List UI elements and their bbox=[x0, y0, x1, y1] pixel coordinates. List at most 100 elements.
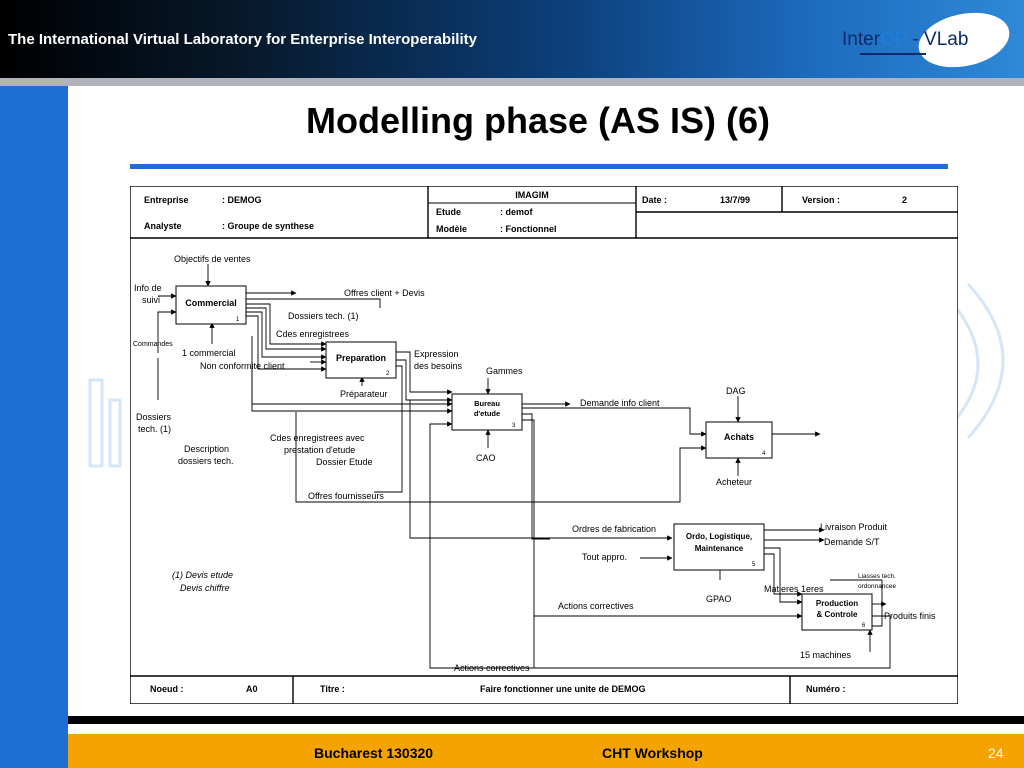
label-cdes-avec-1: Cdes enregistrees avec bbox=[270, 433, 365, 443]
label-devis-chiffre: Devis chiffre bbox=[180, 583, 230, 593]
label-cdes-enregistrees: Cdes enregistrees bbox=[276, 329, 350, 339]
activity-box-ordo: Ordo, Logistique, Maintenance 5 bbox=[673, 523, 765, 571]
noeud-label: Noeud : bbox=[150, 684, 184, 694]
slide-title: Modelling phase (AS IS) (6) bbox=[305, 100, 771, 141]
logo-underline bbox=[860, 53, 926, 55]
entreprise-value: : DEMOG bbox=[222, 195, 262, 205]
idef0-diagram: Entreprise : DEMOG Analyste : Groupe de … bbox=[130, 186, 958, 704]
label-preparateur: Préparateur bbox=[340, 389, 388, 399]
label-demande-st: Demande S/T bbox=[824, 537, 880, 547]
form-header: Entreprise : DEMOG Analyste : Groupe de … bbox=[130, 186, 958, 239]
prod-label-line1: Production bbox=[816, 599, 858, 608]
version-value: 2 bbox=[902, 195, 907, 205]
label-dossiers-left-2: tech. (1) bbox=[138, 424, 171, 434]
grey-band bbox=[0, 78, 1024, 86]
flow-labels: Objectifs de ventes Info de suivi Comman… bbox=[133, 254, 936, 673]
footer-location: Bucharest 130320 bbox=[314, 745, 434, 761]
ordo-num: 5 bbox=[752, 562, 756, 568]
preparation-label: Preparation bbox=[336, 353, 386, 363]
ordo-label-line2: Maintenance bbox=[695, 544, 744, 553]
label-acheteur: Acheteur bbox=[716, 477, 752, 487]
label-matieres: Matieres 1eres bbox=[764, 584, 824, 594]
titre-label: Titre : bbox=[320, 684, 345, 694]
label-cao: CAO bbox=[476, 453, 496, 463]
label-gammes: Gammes bbox=[486, 366, 523, 376]
label-actions-correctives-1: Actions correctives bbox=[558, 601, 634, 611]
bureau-num: 3 bbox=[512, 423, 516, 429]
label-gpao: GPAO bbox=[706, 594, 731, 604]
label-liasses-1: Liasses tech. bbox=[858, 573, 896, 580]
form-footer: Noeud : A0 Titre : Faire fonctionner une… bbox=[130, 675, 958, 704]
label-suivi: suivi bbox=[142, 295, 160, 305]
label-expression-1: Expression bbox=[414, 349, 459, 359]
label-ordres-fab: Ordres de fabrication bbox=[572, 524, 656, 534]
label-actions-correctives-2: Actions correctives bbox=[454, 663, 530, 673]
watermark-decoration bbox=[88, 282, 1005, 468]
label-offres-client: Offres client + Devis bbox=[344, 288, 425, 298]
label-dossiers-left-1: Dossiers bbox=[136, 412, 172, 422]
version-label: Version : bbox=[802, 195, 840, 205]
flow-arrows bbox=[157, 264, 891, 669]
bureau-label-line2: d'etude bbox=[474, 409, 500, 418]
label-tout-appro: Tout appro. bbox=[582, 552, 627, 562]
etude-value: : demof bbox=[500, 207, 534, 217]
commercial-num: 1 bbox=[236, 317, 240, 323]
date-label: Date : bbox=[642, 195, 667, 205]
title-rule bbox=[130, 164, 948, 169]
analyste-value: : Groupe de synthese bbox=[222, 221, 314, 231]
preparation-num: 2 bbox=[386, 371, 390, 377]
label-expression-2: des besoins bbox=[414, 361, 463, 371]
label-info-de: Info de bbox=[134, 283, 162, 293]
logo-op: OP bbox=[880, 29, 908, 50]
label-objectifs: Objectifs de ventes bbox=[174, 254, 251, 264]
label-machines: 15 machines bbox=[800, 650, 852, 660]
label-liasses-2: ordonnancee bbox=[858, 583, 896, 590]
activity-box-bureau-etude: Bureau d'etude 3 bbox=[451, 393, 523, 431]
numero-label: Numéro : bbox=[806, 684, 846, 694]
activity-box-achats: Achats 4 bbox=[705, 421, 773, 459]
titre-value: Faire fonctionner une unite de DEMOG bbox=[480, 684, 646, 694]
label-livraison: Livraison Produit bbox=[820, 522, 888, 532]
header-band bbox=[0, 0, 1024, 78]
label-non-conformite: Non conformite client bbox=[200, 361, 285, 371]
modele-value: : Fonctionnel bbox=[500, 224, 557, 234]
commercial-label: Commercial bbox=[185, 298, 237, 308]
achats-num: 4 bbox=[762, 451, 766, 457]
label-demande-info: Demande info client bbox=[580, 398, 660, 408]
logo-vlab: - VLab bbox=[907, 29, 969, 50]
activity-box-commercial: Commercial 1 bbox=[175, 285, 247, 325]
noeud-value: A0 bbox=[246, 684, 258, 694]
header-title: The International Virtual Laboratory for… bbox=[8, 31, 477, 48]
label-commandes: Commandes bbox=[133, 341, 173, 348]
label-produits-finis: Produits finis bbox=[884, 611, 936, 621]
prod-num: 6 bbox=[862, 623, 866, 629]
interop-vlab-logo: InterOP - VLab bbox=[842, 29, 968, 51]
activity-box-production: Production & Controle 6 bbox=[801, 593, 873, 631]
label-un-commercial: 1 commercial bbox=[182, 348, 236, 358]
label-offres-fournisseurs: Offres fournisseurs bbox=[308, 491, 384, 501]
label-dossiers-tech-1: Dossiers tech. (1) bbox=[288, 311, 359, 321]
logo-inter: Inter bbox=[842, 29, 881, 50]
label-description-1: Description bbox=[184, 444, 229, 454]
activity-box-preparation: Preparation 2 bbox=[325, 341, 397, 379]
label-description-2: dossiers tech. bbox=[178, 456, 234, 466]
analyste-label: Analyste bbox=[144, 221, 182, 231]
page-number: 24 bbox=[988, 745, 1004, 761]
label-cdes-avec-2: prestation d'etude bbox=[284, 445, 355, 455]
prod-label-line2: & Controle bbox=[817, 610, 858, 619]
project-name: IMAGIM bbox=[515, 190, 549, 200]
date-value: 13/7/99 bbox=[720, 195, 750, 205]
modele-label: Modèle bbox=[436, 224, 467, 234]
bureau-label-line1: Bureau bbox=[474, 399, 500, 408]
bottom-rule bbox=[68, 716, 1024, 724]
label-dag: DAG bbox=[726, 386, 746, 396]
ordo-label-line1: Ordo, Logistique, bbox=[686, 532, 752, 541]
achats-label: Achats bbox=[724, 432, 754, 442]
label-devis-etude: (1) Devis etude bbox=[172, 570, 233, 580]
etude-label: Etude bbox=[436, 207, 461, 217]
footer-bar: Bucharest 130320 CHT Workshop 24 bbox=[68, 734, 1024, 768]
label-dossier-etude: Dossier Etude bbox=[316, 457, 373, 467]
footer-event: CHT Workshop bbox=[602, 745, 703, 761]
left-accent-bar bbox=[0, 86, 68, 768]
entreprise-label: Entreprise bbox=[144, 195, 189, 205]
